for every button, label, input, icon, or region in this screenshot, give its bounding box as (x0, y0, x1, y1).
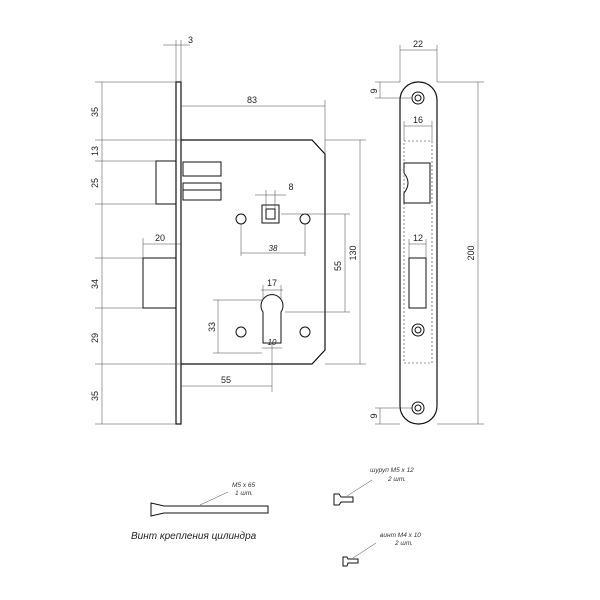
dim-bottom-offset: 35 (90, 391, 100, 401)
latch-bolt (155, 160, 177, 205)
screw-a-qty: 2 шт. (387, 476, 406, 483)
dim-cylinder-offset: 29 (90, 333, 100, 343)
latch-inner-upper (182, 161, 222, 177)
strike-dimensions: 22 9 16 12 9 200 (369, 39, 484, 425)
lock-side-view (142, 81, 326, 425)
dim-faceplate-thickness: 3 (188, 35, 193, 45)
lock-dimensions: 35 13 25 34 29 35 3 83 8 38 20 17 (90, 35, 366, 425)
dim-spindle-square: 8 (288, 182, 293, 192)
screw-b-spec: винт M4 x 10 (380, 532, 421, 539)
dim-strike-height: 200 (466, 245, 476, 260)
deadbolt (142, 257, 177, 309)
cylinder-screw (150, 502, 269, 517)
strike-plate (399, 81, 438, 425)
dim-spindle-to-cylinder: 55 (333, 261, 343, 271)
dim-strike-width: 22 (413, 39, 423, 49)
dim-cylinder-height: 33 (207, 322, 217, 332)
dim-backset-total: 83 (247, 95, 257, 105)
strike-plate-outline (399, 81, 438, 425)
faceplate (175, 81, 182, 425)
dim-strike-top-hole: 9 (369, 88, 379, 93)
dim-latch-top: 13 (90, 146, 100, 156)
dim-deadbolt-height: 34 (90, 279, 100, 289)
dim-body-height: 130 (348, 245, 358, 260)
strike-latch-opening (403, 162, 431, 204)
strike-top-hole (411, 91, 425, 105)
screw-hole-lower-left (235, 326, 247, 338)
screw-m5x12 (333, 493, 354, 506)
accessories: M5 x 65 1 шт. Винт крепления цилиндра шу… (131, 467, 421, 567)
screw-m4x10 (342, 556, 359, 567)
dim-backset: 55 (221, 375, 231, 385)
latch-inner-lower (182, 182, 222, 201)
screw-hole-upper-right (299, 213, 311, 225)
lock-case (181, 139, 326, 365)
dim-top-offset: 35 (90, 107, 100, 117)
dim-latch-height: 25 (90, 178, 100, 188)
screw-b-qty: 2 шт. (394, 540, 413, 547)
screw-hole-upper-left (235, 213, 247, 225)
spindle-square (261, 204, 280, 224)
strike-bolt-opening (408, 257, 427, 309)
strike-box-outline (403, 140, 433, 364)
cylinder-screw-spec: M5 x 65 (232, 482, 256, 489)
cylinder-cutout (260, 294, 284, 344)
strike-bottom-hole (411, 401, 425, 415)
strike-mid-hole (411, 323, 425, 337)
screw-hole-lower-right (299, 326, 311, 338)
cylinder-screw-qty: 1 шт. (235, 490, 253, 497)
dim-strike-latch-width: 16 (413, 115, 423, 125)
dim-screw-spacing: 38 (269, 244, 278, 253)
dim-cylinder-width: 17 (267, 278, 277, 288)
dim-deadbolt-throw: 20 (155, 233, 165, 243)
cylinder-screw-caption: Винт крепления цилиндра (131, 531, 257, 542)
dim-strike-bolt-width: 12 (413, 233, 423, 243)
dim-strike-bottom-hole: 9 (369, 413, 379, 418)
dim-cylinder-depth: 10 (268, 338, 277, 347)
screw-a-spec: шуруп M5 x 12 (370, 467, 414, 474)
